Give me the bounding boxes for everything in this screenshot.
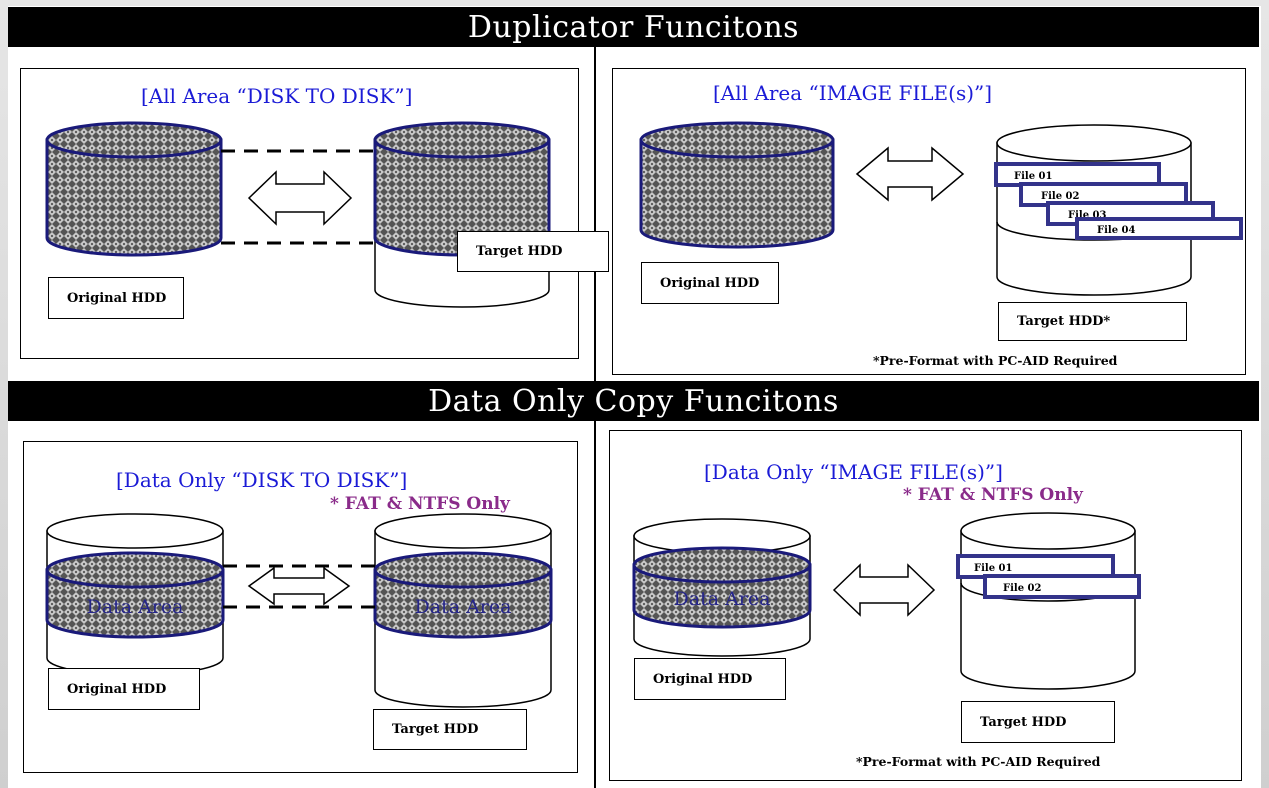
- image-file-box: File 01: [956, 554, 1115, 579]
- image-file-box: File 02: [983, 574, 1141, 599]
- image-file-label: File 03: [1068, 210, 1106, 221]
- double-arrow-icon: [855, 146, 965, 202]
- target-hdd-label: Target HDD*: [998, 302, 1187, 341]
- data-area-label: Data Area: [87, 596, 184, 618]
- image-file-label: File 02: [1003, 583, 1041, 594]
- pre-format-note: *Pre-Format with PC-AID Required: [856, 754, 1101, 769]
- panel-subtitle: * FAT & NTFS Only: [903, 485, 1083, 505]
- image-file-box: File 01: [994, 162, 1161, 187]
- target-hdd-icon: [373, 121, 551, 308]
- duplicator-section-title: Duplicator Funcitons: [8, 7, 1259, 47]
- target-hdd-icon: [373, 513, 553, 708]
- data-area-label: Data Area: [415, 596, 512, 618]
- original-hdd-label: Original HDD: [641, 262, 779, 304]
- panel-title: [All Area “IMAGE FILE(s)”]: [713, 81, 993, 105]
- double-arrow-icon: [247, 566, 351, 606]
- panel-title: [All Area “DISK TO DISK”]: [141, 84, 413, 108]
- original-hdd-label: Original HDD: [634, 658, 786, 700]
- double-arrow-icon: [832, 563, 936, 617]
- original-hdd-icon: [45, 513, 225, 676]
- original-hdd-label: Original HDD: [48, 277, 184, 319]
- divider-top: [594, 47, 596, 381]
- image-file-label: File 01: [974, 563, 1012, 574]
- original-hdd-icon: [45, 121, 223, 257]
- original-hdd-icon: [639, 121, 835, 249]
- data-area-label: Data Area: [674, 588, 771, 610]
- data-only-section-title: Data Only Copy Funcitons: [8, 381, 1259, 421]
- image-file-label: File 01: [1014, 171, 1052, 182]
- target-hdd-label: Target HDD: [373, 709, 527, 750]
- image-file-box: File 04: [1075, 217, 1243, 240]
- panel-title: [Data Only “DISK TO DISK”]: [116, 468, 408, 492]
- target-hdd-label: Target HDD: [961, 701, 1115, 743]
- target-hdd-label: Target HDD: [457, 231, 609, 272]
- target-hdd-icon: [960, 512, 1136, 690]
- pre-format-note: *Pre-Format with PC-AID Required: [873, 353, 1118, 368]
- panel-title: [Data Only “IMAGE FILE(s)”]: [704, 460, 1003, 484]
- image-file-label: File 02: [1041, 191, 1079, 202]
- original-hdd-label: Original HDD: [48, 668, 200, 710]
- panel-subtitle: * FAT & NTFS Only: [330, 494, 510, 514]
- double-arrow-icon: [247, 170, 353, 226]
- original-hdd-icon: [632, 518, 812, 657]
- divider-bottom: [594, 421, 596, 788]
- image-file-label: File 04: [1097, 225, 1135, 236]
